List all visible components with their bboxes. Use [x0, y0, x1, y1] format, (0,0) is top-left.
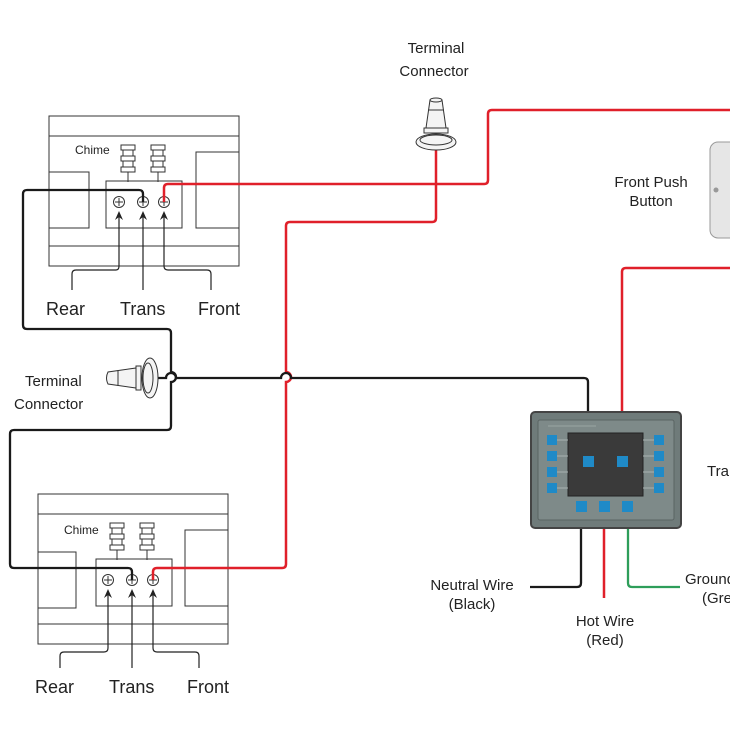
chime-top-solenoid-2 — [150, 144, 166, 182]
chime-top-label: Chime — [75, 143, 110, 157]
transformer-box — [530, 411, 682, 529]
transformer-terminal-red — [617, 456, 628, 467]
transformer-lead-neutral — [576, 501, 587, 512]
transformer-lead-ground — [622, 501, 633, 512]
chime-bottom-solenoid-2 — [139, 522, 155, 560]
transformer-lead-hot — [599, 501, 610, 512]
chime-bottom-solenoid-1 — [109, 522, 125, 560]
red-wire-bottom-front — [151, 150, 438, 580]
terminal-connector-left-label-line1: Terminal — [25, 373, 82, 390]
screw-terminal-icon — [102, 574, 114, 586]
neutral-wire-label-line1: Neutral Wire — [430, 577, 513, 594]
chime-bottom-terminal-strip — [95, 558, 173, 607]
transformer-terminal-black — [583, 456, 594, 467]
chime-bottom-left-block — [37, 551, 77, 609]
chime-bottom-front-label: Front — [187, 677, 229, 697]
chime-bottom-rear-label: Rear — [35, 677, 74, 697]
black-wire-transformer — [158, 371, 590, 462]
ground-wire-label-line1: Ground — [685, 571, 730, 588]
chime-unit-top — [48, 115, 240, 290]
chime-top-solenoid-1 — [120, 144, 136, 182]
chime-bottom-label: Chime — [64, 523, 99, 537]
chime-top-front-label: Front — [198, 299, 240, 319]
wire-nut-icon — [106, 357, 159, 399]
chime-bottom-trans-label: Trans — [109, 677, 154, 697]
wire-nut-icon — [415, 97, 457, 151]
red-wire-transformer — [620, 266, 730, 462]
transformer-label: Tra — [707, 463, 730, 480]
terminal-connector-left-label-line2: Connector — [14, 396, 83, 413]
chime-top-trans-label: Trans — [120, 299, 165, 319]
chime-top-rear-label: Rear — [46, 299, 85, 319]
chime-unit-bottom — [37, 493, 229, 668]
front-push-button-label-line2: Button — [629, 193, 672, 210]
red-wire-top-front — [162, 108, 730, 202]
chime-top-terminal-strip — [105, 180, 183, 229]
ground-wire-lead — [626, 507, 680, 589]
terminal-connector-top-label-line2: Connector — [399, 63, 468, 80]
front-push-button-label-line1: Front Push — [614, 174, 687, 191]
hot-wire-label-line2: (Red) — [586, 632, 624, 649]
push-button-icon — [709, 141, 730, 239]
neutral-wire-lead — [530, 507, 583, 589]
ground-wire-label-line2: (Gre — [702, 590, 730, 607]
transformer-core — [567, 432, 644, 497]
hot-wire-label-line1: Hot Wire — [576, 613, 634, 630]
terminal-connector-top-label-line1: Terminal — [408, 40, 465, 57]
neutral-wire-label-line2: (Black) — [449, 596, 496, 613]
screw-terminal-icon — [113, 196, 125, 208]
chime-top-right-block — [195, 151, 240, 229]
chime-top-left-block — [48, 171, 90, 229]
